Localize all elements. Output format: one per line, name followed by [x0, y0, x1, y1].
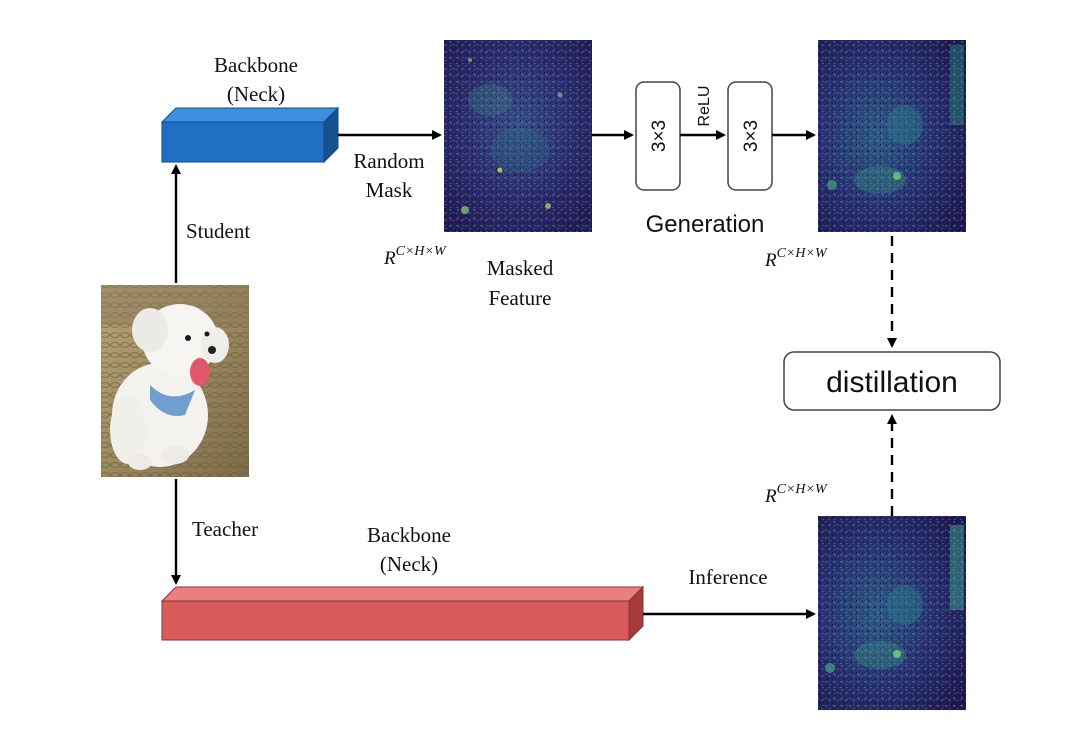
student-block-top: [160, 107, 340, 123]
distillation-label: distillation: [826, 366, 958, 399]
student-backbone-label: Backbone: [214, 53, 298, 77]
student-neck-label: (Neck): [227, 82, 285, 106]
dim-generated-r: RC×H×W: [764, 246, 828, 271]
student-label: Student: [186, 219, 250, 243]
generation-label: Generation: [646, 211, 765, 238]
dim-teacher-r: RC×H×W: [764, 482, 828, 507]
teacher-label: Teacher: [192, 517, 258, 541]
conv1-label: 3×3: [649, 120, 670, 152]
teacher-feature-map: [818, 516, 966, 710]
teacher-backbone-label: Backbone: [367, 523, 451, 547]
relu-label: ReLU: [696, 86, 713, 127]
poodle-photo-icon: [101, 285, 249, 477]
inference-label: Inference: [688, 565, 767, 589]
distillation-box: [783, 351, 1001, 411]
feature-label: Feature: [489, 286, 552, 310]
random-mask-label: Random: [353, 149, 424, 173]
teacher-block-front: [161, 600, 630, 641]
masked-label: Masked: [487, 256, 554, 280]
teacher-neck-label: (Neck): [380, 552, 438, 576]
conv2-label: 3×3: [741, 120, 762, 152]
dim-masked-r: RC×H×W: [383, 244, 447, 269]
generated-feature-map: [818, 40, 966, 232]
student-block-front: [161, 121, 325, 163]
teacher-block-top: [160, 586, 645, 602]
masked-feature-map: [444, 40, 592, 232]
mask-label: Mask: [366, 178, 413, 202]
student-backbone-block: [160, 106, 340, 164]
teacher-backbone-block: [160, 585, 645, 642]
